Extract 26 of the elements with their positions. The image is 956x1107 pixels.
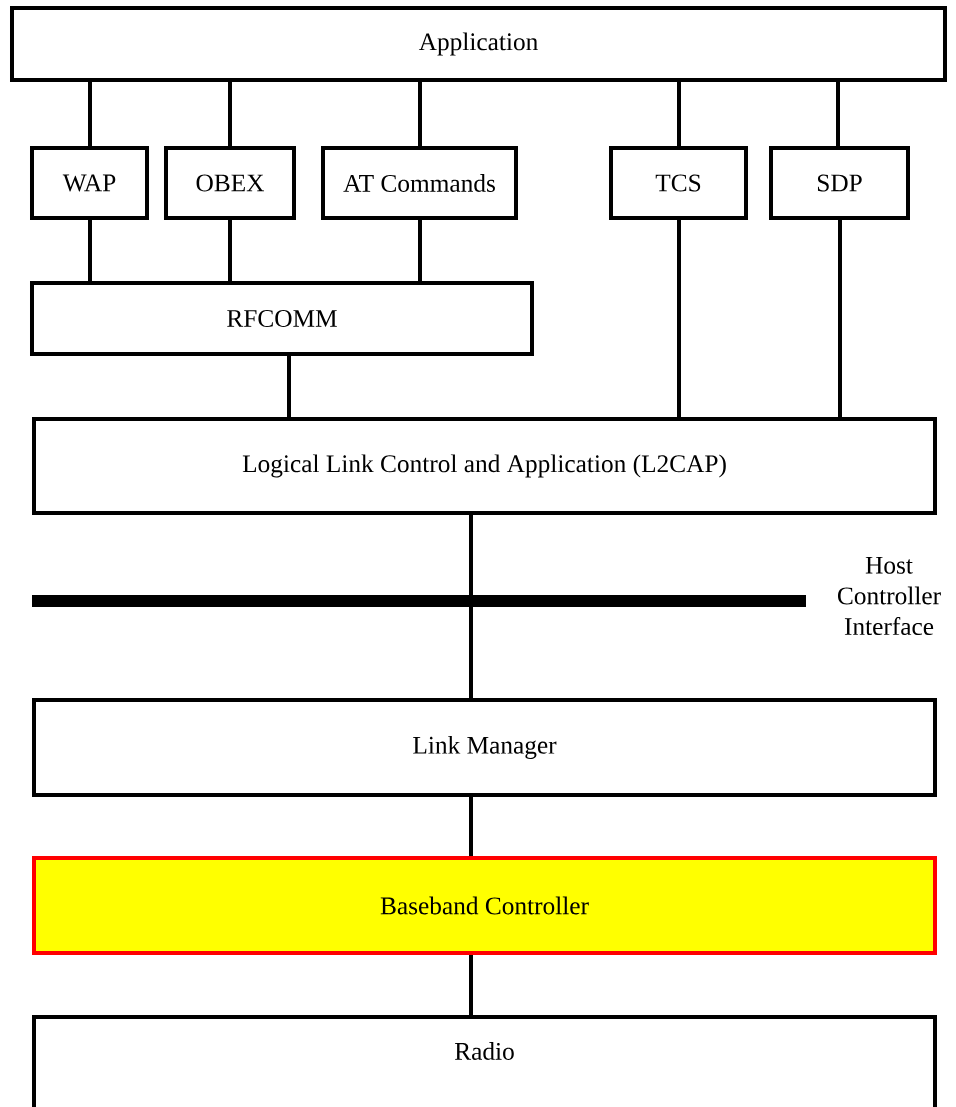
connector-line — [287, 356, 291, 417]
layer-box: RFCOMM — [30, 281, 534, 356]
layer-box: AT Commands — [321, 146, 518, 220]
connector-line — [418, 220, 422, 281]
layer-box: OBEX — [164, 146, 296, 220]
layer-box: Baseband Controller — [32, 856, 937, 955]
connector-line — [836, 82, 840, 146]
connector-line — [469, 515, 473, 698]
connector-line — [677, 220, 681, 417]
connector-line — [88, 220, 92, 281]
layer-box: WAP — [30, 146, 149, 220]
layer-box: SDP — [769, 146, 910, 220]
layer-box: Radio — [32, 1015, 937, 1107]
connector-line — [469, 797, 473, 856]
connector-line — [228, 220, 232, 281]
interface-label: Host Controller Interface — [838, 556, 941, 636]
connector-line — [469, 955, 473, 1017]
connector-line — [838, 220, 842, 417]
layer-box: Link Manager — [32, 698, 937, 797]
connector-line — [228, 82, 232, 146]
layer-box: TCS — [609, 146, 748, 220]
connector-line — [418, 82, 422, 146]
connector-line — [88, 82, 92, 146]
layer-box: Logical Link Control and Application (L2CAP) — [32, 417, 937, 515]
layer-box: Application — [10, 6, 947, 82]
connector-line — [677, 82, 681, 146]
